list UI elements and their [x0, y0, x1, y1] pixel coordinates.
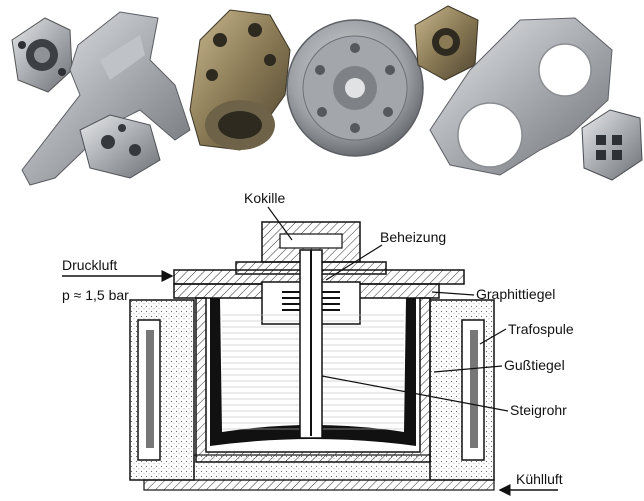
- trafospule-coil: [137, 319, 485, 461]
- label-steigrohr: Steigrohr: [510, 402, 567, 418]
- die-cast-bracket-long: [21, 11, 191, 186]
- label-kokille: Kokille: [244, 190, 285, 206]
- die-cast-valve-block: [79, 114, 161, 179]
- cast-parts-photo: [11, 5, 643, 186]
- kokille-mould: [261, 221, 361, 263]
- graphittiegel-crucible: [195, 297, 431, 463]
- label-gusstiegel: Gußtiegel: [504, 357, 565, 373]
- die-cast-housing-small: [11, 17, 73, 93]
- label-graphittiegel: Graphittiegel: [476, 286, 555, 302]
- label-beheizung: Beheizung: [380, 229, 446, 245]
- steigrohr-riser-tube: [299, 249, 323, 439]
- label-pressure: p ≈ 1,5 bar: [62, 287, 129, 303]
- die-cast-plate-large: [429, 17, 613, 176]
- furnace-base: [143, 479, 495, 491]
- label-druckluft: Druckluft: [62, 257, 117, 273]
- label-kuehlluft: Kühlluft: [516, 471, 563, 487]
- die-cast-flange-housing: [414, 5, 479, 81]
- low-pressure-casting-diagram: Kokille Beheizung Druckluft p ≈ 1,5 bar …: [62, 190, 574, 496]
- die-cast-connector-block: [581, 109, 643, 181]
- die-cast-manifold: [189, 9, 291, 151]
- leader-lines: [267, 206, 509, 412]
- die-cast-wheel-disc: [286, 19, 424, 157]
- label-trafospule: Trafospule: [508, 321, 574, 337]
